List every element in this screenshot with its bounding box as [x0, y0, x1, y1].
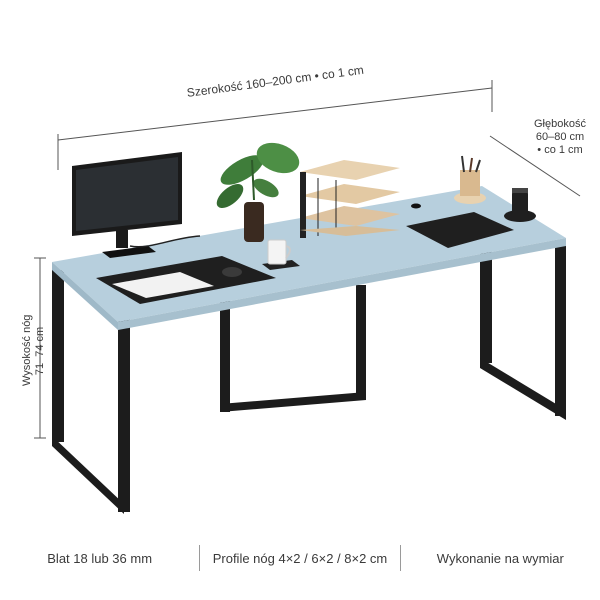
depth-dimension-label: Głębokość 60–80 cm • co 1 cm [520, 118, 600, 158]
coffee-cup [504, 188, 536, 222]
feature-leg-profiles: Profile nóg 4×2 / 6×2 / 8×2 cm [212, 550, 388, 566]
cable-grommet [411, 203, 421, 209]
feature-custom-size: Wykonanie na wymiar [436, 550, 564, 566]
feature-bar: Blat 18 lub 36 mm Profile nóg 4×2 / 6×2 … [0, 535, 600, 581]
feature-divider [399, 545, 401, 571]
depth-label-line-2: 60–80 cm [535, 131, 585, 144]
laptop [406, 212, 514, 248]
height-label-line-2: 71–74 cm [34, 326, 47, 376]
mug [262, 239, 300, 270]
dimension-lines [34, 80, 581, 439]
monitor [72, 152, 182, 258]
front-legs [52, 270, 566, 514]
pen-holder [454, 155, 486, 204]
desk-mat [96, 256, 276, 304]
potted-plant [216, 142, 300, 242]
back-legs [220, 238, 566, 416]
document-tray-organizer [300, 160, 400, 238]
depth-label-line-1: Głębokość [534, 118, 586, 130]
height-label-line-1: Wysokość nóg [21, 314, 33, 386]
depth-label-line-3: • co 1 cm [537, 144, 583, 157]
feature-top-thickness: Blat 18 lub 36 mm [47, 550, 153, 566]
height-dimension-label: Wysokość nóg 71–74 cm [21, 314, 47, 386]
feature-divider [199, 545, 201, 571]
monitor-cable [129, 235, 201, 248]
